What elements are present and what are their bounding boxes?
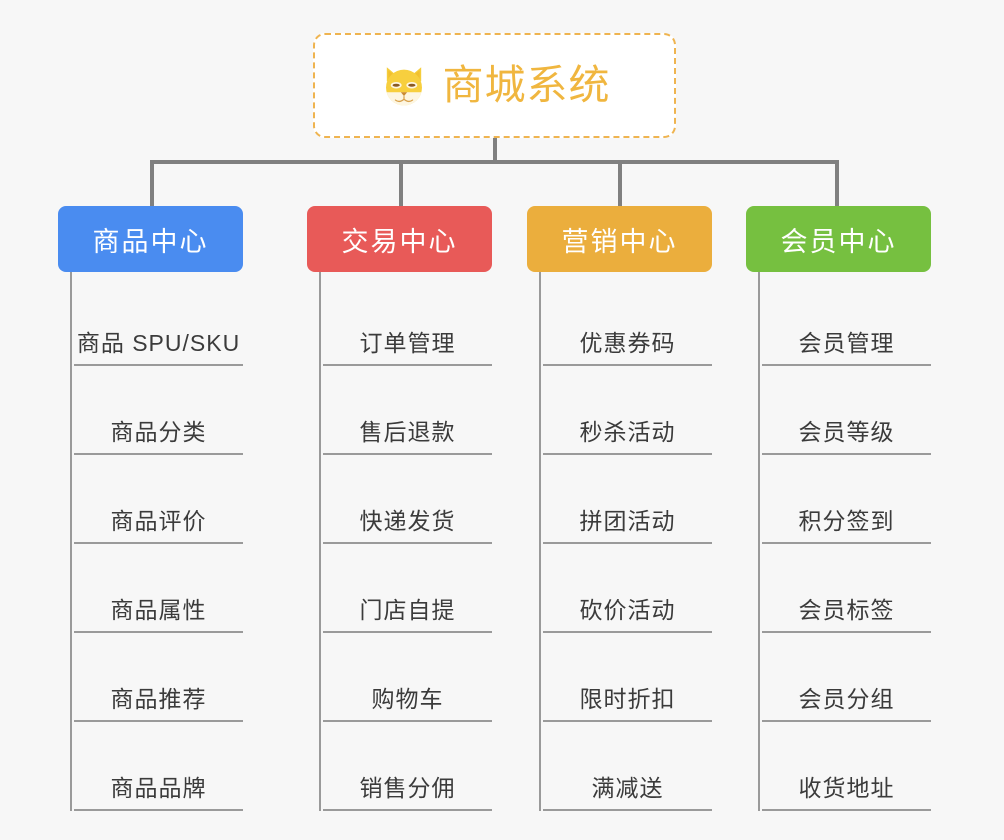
connector-drop-4 — [835, 160, 839, 208]
branch-column-交易中心: 交易中心 订单管理 售后退款 快递发货 门店自提 购物车 销售分佣 — [307, 206, 492, 811]
leaf-item[interactable]: 满减送 — [543, 722, 712, 811]
branch-header-3[interactable]: 会员中心 — [746, 206, 931, 272]
leaf-item[interactable]: 会员等级 — [762, 366, 931, 455]
leaf-item[interactable]: 优惠券码 — [543, 294, 712, 366]
leaf-item[interactable]: 商品品牌 — [74, 722, 243, 811]
branch-column-会员中心: 会员中心 会员管理 会员等级 积分签到 会员标签 会员分组 收货地址 — [746, 206, 931, 811]
leaf-item[interactable]: 砍价活动 — [543, 544, 712, 633]
connector-drop-2 — [399, 160, 403, 208]
shiba-dog-face-icon — [385, 66, 422, 107]
connector-root-stem — [493, 138, 497, 164]
leaf-item[interactable]: 秒杀活动 — [543, 366, 712, 455]
connector-horizontal-bar — [150, 160, 839, 164]
leaf-item[interactable]: 门店自提 — [323, 544, 492, 633]
leaf-item[interactable]: 商品评价 — [74, 455, 243, 544]
root-node[interactable]: 商城系统 — [313, 33, 676, 138]
root-title: 商城系统 — [442, 62, 611, 108]
leaf-item[interactable]: 购物车 — [323, 633, 492, 722]
connector-drop-3 — [618, 160, 622, 208]
leaf-list-2: 优惠券码 秒杀活动 拼团活动 砍价活动 限时折扣 满减送 — [539, 272, 712, 811]
branch-column-营销中心: 营销中心 优惠券码 秒杀活动 拼团活动 砍价活动 限时折扣 满减送 — [527, 206, 712, 811]
leaf-list-1: 订单管理 售后退款 快递发货 门店自提 购物车 销售分佣 — [319, 272, 492, 811]
leaf-item[interactable]: 商品属性 — [74, 544, 243, 633]
leaf-list-0: 商品 SPU/SKU 商品分类 商品评价 商品属性 商品推荐 商品品牌 — [70, 272, 243, 811]
branch-header-0[interactable]: 商品中心 — [58, 206, 243, 272]
leaf-item[interactable]: 商品推荐 — [74, 633, 243, 722]
leaf-item[interactable]: 订单管理 — [323, 294, 492, 366]
leaf-item[interactable]: 会员管理 — [762, 294, 931, 366]
branch-header-1[interactable]: 交易中心 — [307, 206, 492, 272]
connector-drop-1 — [150, 160, 154, 208]
leaf-item[interactable]: 商品 SPU/SKU — [74, 294, 243, 366]
leaf-item[interactable]: 积分签到 — [762, 455, 931, 544]
leaf-item[interactable]: 限时折扣 — [543, 633, 712, 722]
leaf-item[interactable]: 收货地址 — [762, 722, 931, 811]
leaf-item[interactable]: 会员分组 — [762, 633, 931, 722]
branch-header-2[interactable]: 营销中心 — [527, 206, 712, 272]
branch-column-商品中心: 商品中心 商品 SPU/SKU 商品分类 商品评价 商品属性 商品推荐 商品品牌 — [58, 206, 243, 811]
leaf-item[interactable]: 快递发货 — [323, 455, 492, 544]
leaf-item[interactable]: 会员标签 — [762, 544, 931, 633]
leaf-item[interactable]: 拼团活动 — [543, 455, 712, 544]
leaf-item[interactable]: 商品分类 — [74, 366, 243, 455]
leaf-item[interactable]: 售后退款 — [323, 366, 492, 455]
leaf-item[interactable]: 销售分佣 — [323, 722, 492, 811]
leaf-list-3: 会员管理 会员等级 积分签到 会员标签 会员分组 收货地址 — [758, 272, 931, 811]
